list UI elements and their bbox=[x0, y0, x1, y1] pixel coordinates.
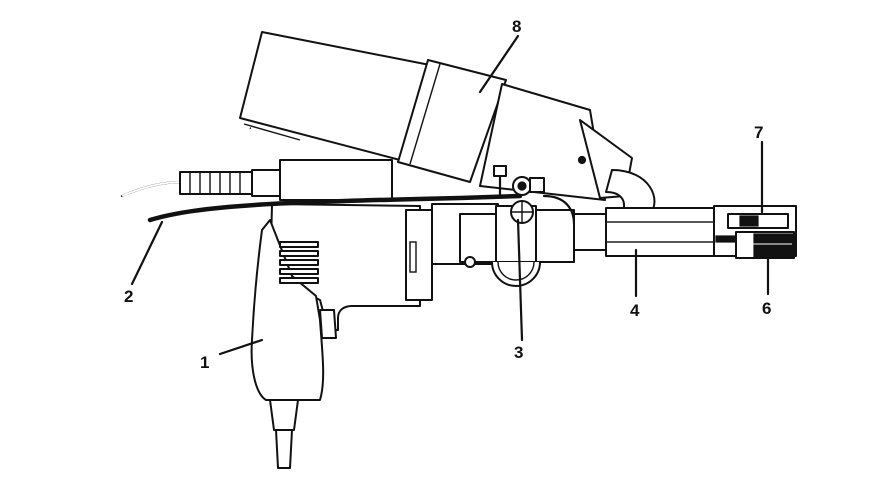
welding-rod bbox=[147, 193, 523, 223]
hot-air-blower bbox=[239, 31, 656, 215]
callout-4: 4 bbox=[630, 301, 640, 320]
callout-2: 2 bbox=[124, 287, 133, 306]
leader-2 bbox=[130, 220, 164, 286]
leader-1 bbox=[218, 338, 264, 356]
welding-shoe bbox=[713, 205, 797, 259]
leader-lines bbox=[130, 34, 770, 356]
feed-block bbox=[431, 203, 575, 287]
leader-8 bbox=[478, 34, 520, 94]
upper-housing bbox=[279, 159, 393, 201]
vent-slots bbox=[279, 241, 319, 284]
callout-6: 6 bbox=[762, 299, 771, 318]
callout-3: 3 bbox=[514, 343, 523, 362]
power-cable-loop bbox=[226, 46, 264, 130]
motor-housing bbox=[269, 203, 421, 331]
callout-8: 8 bbox=[512, 17, 521, 36]
callout-1: 1 bbox=[200, 353, 209, 372]
leader-3 bbox=[516, 218, 524, 342]
power-cord-exit bbox=[269, 399, 299, 469]
callout-7: 7 bbox=[754, 123, 763, 142]
extrusion-barrel bbox=[573, 207, 715, 257]
trigger bbox=[319, 309, 337, 339]
feed-cable bbox=[120, 169, 281, 198]
